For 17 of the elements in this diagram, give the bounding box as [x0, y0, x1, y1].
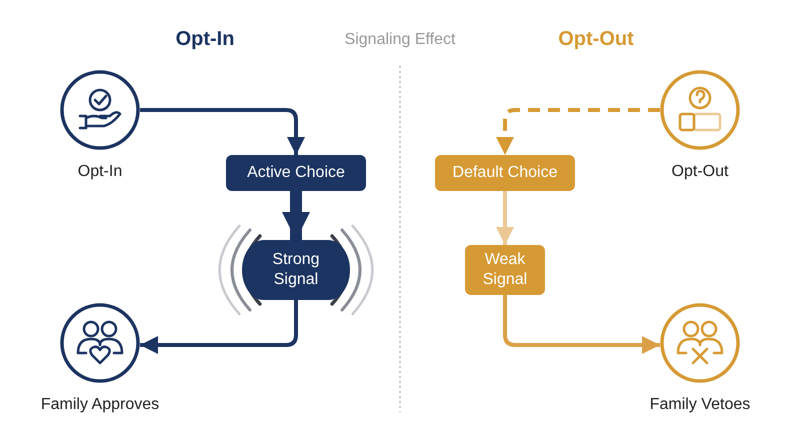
arrow — [140, 108, 305, 155]
arrow — [140, 300, 298, 354]
arrow — [503, 295, 660, 354]
arrow — [496, 191, 514, 245]
process-box: Default Choice — [435, 155, 575, 191]
node-label: Family Approves — [40, 396, 160, 414]
process-box: Weak Signal — [465, 245, 545, 295]
node-label: Family Vetoes — [648, 396, 752, 414]
section-heading: Opt-Out — [558, 28, 634, 51]
section-heading: Opt-In — [176, 28, 234, 51]
node-label: Opt-In — [76, 163, 124, 181]
arrow — [496, 108, 660, 155]
process-box: Active Choice — [226, 155, 366, 191]
node-label: Opt-Out — [670, 163, 730, 181]
signal-box: Strong Signal — [242, 240, 350, 300]
arrow — [282, 191, 310, 240]
section-subtitle: Signaling Effect — [344, 31, 456, 49]
